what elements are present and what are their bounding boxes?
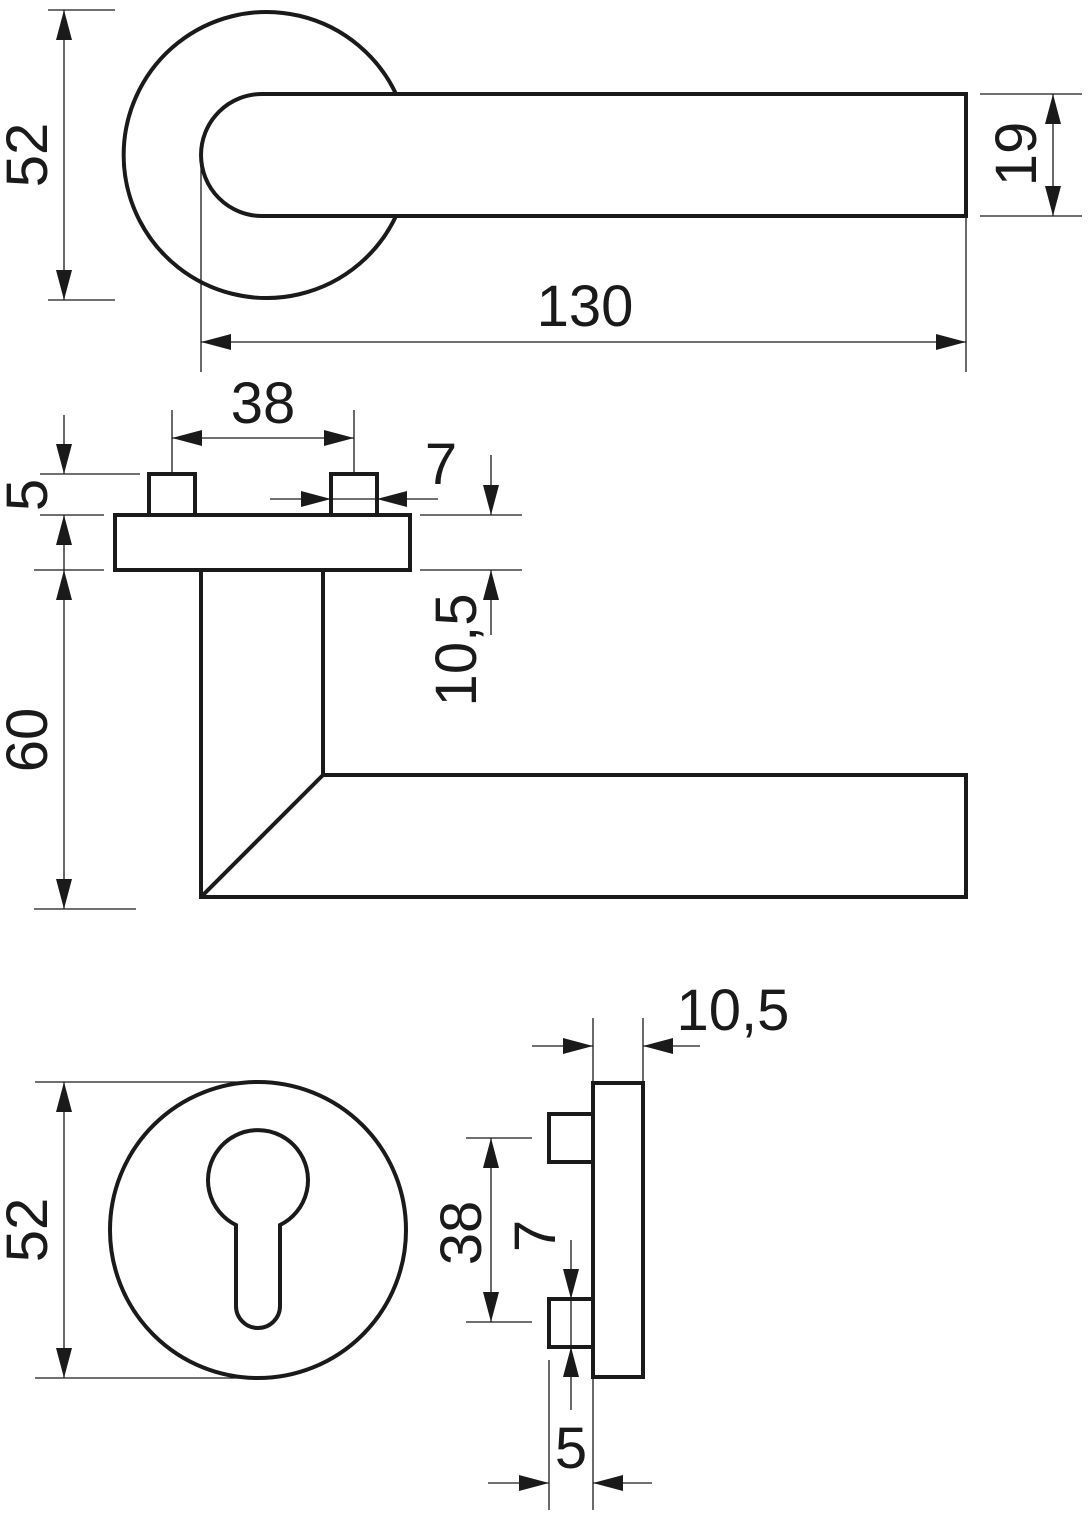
dim-label-rose-diameter: 52	[0, 123, 60, 188]
dim-label-escutcheon-diameter: 52	[0, 1198, 60, 1263]
rose-circle	[121, 10, 398, 300]
dim-label-escutcheon-pin-spacing: 38	[429, 1201, 494, 1266]
escutcheon-circle	[108, 1080, 408, 1380]
dim-pin-spacing: 38	[171, 371, 355, 474]
top-view: 52 130 19	[0, 9, 1082, 372]
dim-label-lever-height: 19	[984, 122, 1049, 187]
dim-lever-length: 130	[200, 150, 967, 372]
dim-label-rose-thickness: 10,5	[424, 594, 489, 707]
escutcheon-plate-side	[591, 1081, 645, 1379]
right-pin	[329, 472, 379, 517]
dim-label-escutcheon-pin-height: 5	[555, 1416, 587, 1481]
dim-label-handle-drop: 60	[0, 708, 60, 773]
dim-rose-diameter: 52	[0, 9, 115, 301]
keyhole-cutout	[206, 1128, 310, 1330]
escutcheon-upper-pin	[547, 1112, 595, 1164]
handle-outline	[199, 570, 968, 899]
side-view: 38 7 5 10,5	[0, 371, 968, 910]
dim-plate-thickness: 10,5	[532, 978, 789, 1083]
dim-pin-height: 5	[0, 415, 140, 570]
rose-plate	[113, 513, 412, 572]
dim-escutcheon-diameter: 52	[0, 1081, 258, 1379]
dim-handle-drop: 60	[0, 569, 136, 910]
dim-lever-height: 19	[980, 93, 1082, 217]
dim-escutcheon-pin-height: 5	[488, 1360, 652, 1510]
dim-label-pin-width: 7	[425, 432, 457, 497]
dim-escutcheon-pin-spacing: 38	[429, 1137, 532, 1323]
dim-label-plate-thickness: 10,5	[677, 978, 790, 1043]
dim-label-pin-spacing: 38	[231, 371, 296, 436]
dim-label-lever-length: 130	[537, 274, 634, 339]
dim-escutcheon-pin-width: 7	[503, 1220, 579, 1410]
dim-rose-thickness: 10,5	[420, 455, 522, 706]
escutcheon-view: 52 10,5 38 7	[0, 978, 789, 1510]
lever-outline	[199, 92, 968, 218]
dim-label-pin-height: 5	[0, 479, 60, 511]
dim-pin-width: 7	[270, 432, 457, 507]
left-pin	[147, 472, 197, 517]
dim-label-escutcheon-pin-width: 7	[503, 1220, 568, 1252]
handle-bevel	[199, 773, 325, 899]
